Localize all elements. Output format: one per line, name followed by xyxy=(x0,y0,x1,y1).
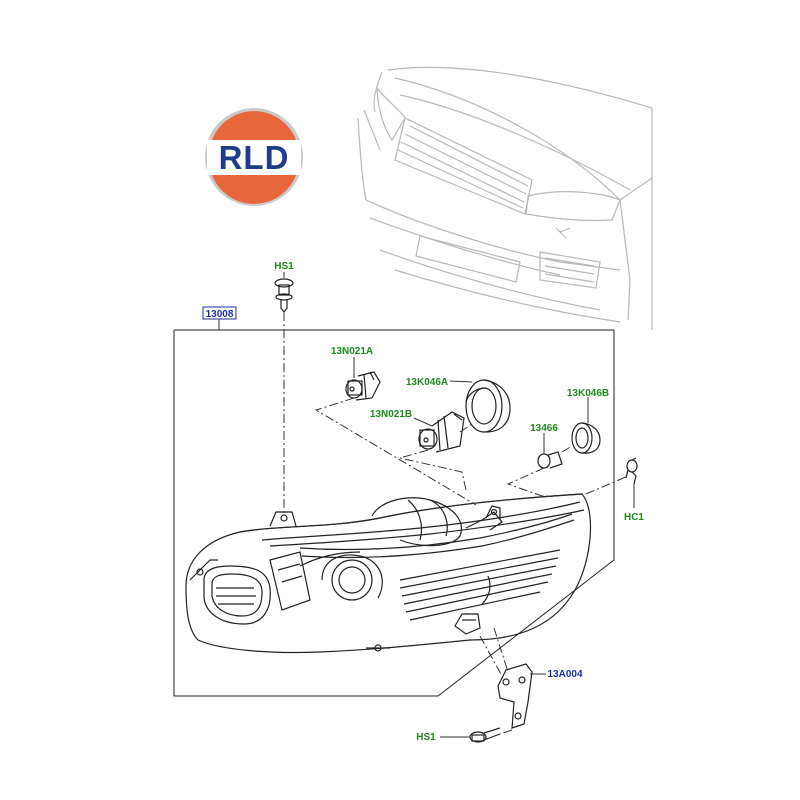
assembly-guide-lines xyxy=(314,397,629,735)
callout-labels: HS1 13008 13N021A 13K046A 13N021B 13K046… xyxy=(202,261,644,743)
cap-13k046a xyxy=(465,379,511,433)
callout-hs1-top: HS1 xyxy=(274,261,294,272)
callout-hc1: HC1 xyxy=(624,512,644,523)
hc1-clip xyxy=(625,457,638,485)
hs1-screw-top xyxy=(274,278,294,313)
callout-13n021a: 13N021A xyxy=(331,346,373,357)
assembly-frame xyxy=(173,329,615,697)
callout-13a004: 13A004 xyxy=(547,669,582,680)
callout-13466: 13466 xyxy=(530,423,558,434)
callout-13008: 13008 xyxy=(206,309,234,320)
bulb-13n021a xyxy=(345,371,381,401)
bracket-13a004 xyxy=(497,663,533,729)
headlight-assembly xyxy=(185,493,592,654)
logo-text: RLD xyxy=(219,139,290,176)
vehicle-front-illustration xyxy=(357,66,653,330)
bulb-13466 xyxy=(537,451,563,469)
callout-hs1-bottom: HS1 xyxy=(416,732,436,743)
callout-13n021b: 13N021B xyxy=(370,409,412,420)
rld-logo: RLD xyxy=(205,108,303,206)
bulb-13n021b xyxy=(418,411,465,453)
hs1-screw-bottom xyxy=(469,727,501,743)
cap-13k046b xyxy=(571,422,601,454)
callout-13k046a: 13K046A xyxy=(406,377,448,388)
callout-13k046b: 13K046B xyxy=(567,388,609,399)
